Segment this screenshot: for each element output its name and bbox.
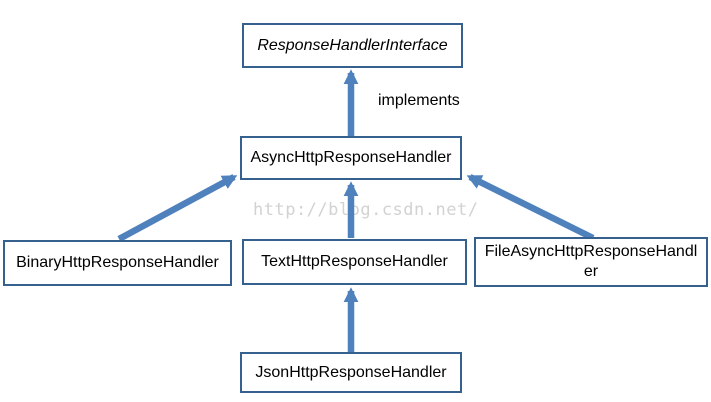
edge-file-extends-async (466, 174, 595, 241)
implements-label: implements (378, 92, 460, 109)
node-response-handler-interface: ResponseHandlerInterface (242, 23, 463, 68)
node-label: AsyncHttpResponseHandler (250, 149, 452, 166)
node-label: FileAsyncHttpResponseHandler (484, 243, 698, 280)
node-json-http-response-handler: JsonHttpResponseHandler (240, 352, 462, 393)
node-text-http-response-handler: TextHttpResponseHandler (242, 239, 467, 285)
node-label: ResponseHandlerInterface (257, 36, 448, 54)
node-label: TextHttpResponseHandler (261, 253, 448, 270)
edge-binary-extends-async (117, 174, 238, 242)
watermark-text: http://blog.csdn.net/ (253, 200, 479, 220)
node-async-http-response-handler: AsyncHttpResponseHandler (240, 136, 462, 180)
node-label: BinaryHttpResponseHandler (16, 254, 219, 271)
node-file-async-http-response-handler: FileAsyncHttpResponseHandler (474, 237, 708, 287)
node-binary-http-response-handler: BinaryHttpResponseHandler (3, 240, 232, 286)
node-label: JsonHttpResponseHandler (255, 363, 447, 381)
